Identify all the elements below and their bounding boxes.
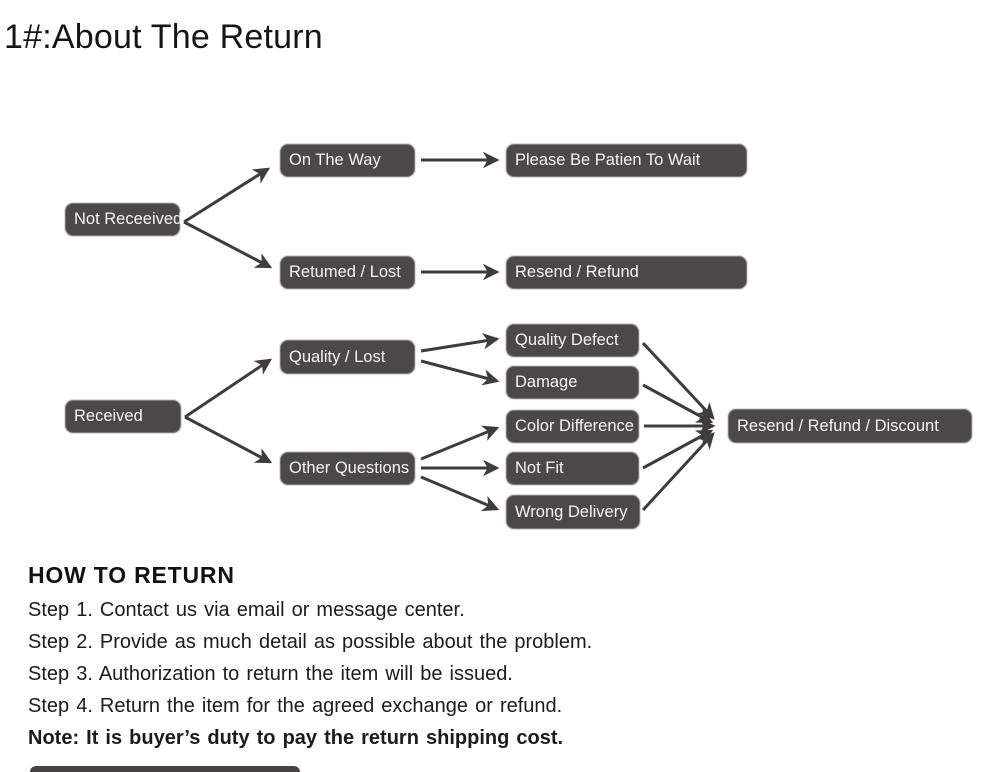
flow-node-resend-refund-discount: Resend / Refund / Discount (728, 409, 972, 443)
arrow-qualitydefect-final (641, 341, 715, 420)
flow-node-please-wait: Please Be Patien To Wait (506, 144, 747, 177)
cutoff-box-partial (30, 766, 300, 772)
arrow-otherquestions-colordifference (420, 425, 500, 461)
flow-node-on-the-way: On The Way (280, 144, 415, 177)
flow-node-damage: Damage (506, 366, 639, 399)
return-step-2: Step 2. Provide as much detail as possib… (28, 631, 593, 653)
flow-node-quality-lost: Quality / Lost (280, 340, 415, 374)
arrow-wrongdelivery-final (641, 432, 715, 512)
flow-node-quality-defect: Quality Defect (506, 324, 639, 357)
flow-node-returned-lost: Retumed / Lost (280, 256, 415, 289)
arrow-qualitylost-qualitydefect (420, 333, 500, 353)
arrow-received-otherquestions (184, 415, 273, 464)
arrow-received-qualitylost (184, 358, 273, 419)
return-step-1: Step 1. Contact us via email or message … (28, 599, 465, 621)
how-to-return-section: HOW TO RETURN Step 1. Contact us via ema… (28, 562, 728, 759)
arrow-damage-final (642, 383, 714, 424)
how-to-return-heading: HOW TO RETURN (28, 562, 235, 588)
arrow-qualitylost-damage (420, 359, 500, 386)
flow-node-resend-refund: Resend / Refund (506, 256, 747, 289)
flow-node-color-difference: Color Difference (506, 410, 639, 443)
flow-node-not-received: Not Receeived (65, 203, 182, 236)
arrow-otherquestions-wrongdelivery (420, 475, 500, 512)
page-title: 1#:About The Return (4, 18, 323, 56)
arrow-notreceived-returnedlost (183, 220, 273, 269)
arrow-notreceived-ontheway (183, 167, 271, 224)
flow-node-wrong-delivery: Wrong Delivery (506, 495, 640, 529)
return-step-4: Step 4. Return the item for the agreed e… (28, 695, 563, 717)
flow-node-received: Received (65, 400, 181, 433)
arrow-notfit-final (642, 429, 714, 470)
flow-node-other-questions: Other Questions (280, 452, 415, 485)
return-note: Note: It is buyer’s duty to pay the retu… (28, 727, 564, 749)
flow-node-not-fit: Not Fit (506, 452, 639, 485)
return-step-3: Step 3. Authorization to return the item… (28, 663, 513, 685)
